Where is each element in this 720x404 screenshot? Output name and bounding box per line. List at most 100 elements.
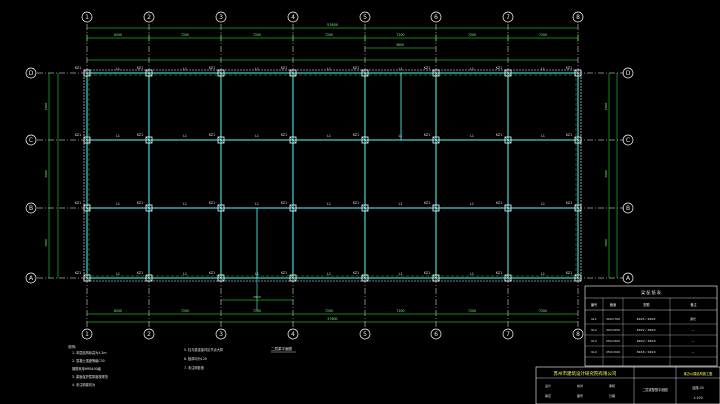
titleblock-label: 审核 <box>609 383 615 388</box>
column-hatch <box>217 136 225 144</box>
beam-tag: L1 <box>116 67 120 71</box>
axis-label: A <box>626 275 631 282</box>
axis-label: C <box>626 137 630 144</box>
column-hatch <box>83 69 91 77</box>
axis-bubble-B <box>25 202 37 214</box>
axis-label: 8 <box>576 14 580 21</box>
table-header: 截面 <box>610 302 616 307</box>
dim-text-bay: 6200 <box>114 309 122 313</box>
beam-tag: L1 <box>470 134 474 138</box>
column-hatch <box>432 69 440 77</box>
column-tag: KZ1 <box>566 201 572 205</box>
dim-text-height: 7000 <box>604 103 608 111</box>
axis-label: 7 <box>506 14 510 21</box>
axis-label: 6 <box>434 331 438 338</box>
column-hatch <box>432 204 440 212</box>
table-cell: — <box>692 328 695 332</box>
column-hatch <box>145 136 153 144</box>
table-cell: 300×700 <box>606 317 620 321</box>
titleblock-label: 图号 <box>577 393 583 398</box>
table-cell: 3Φ18 / 2Φ16 <box>636 350 655 354</box>
inner-wall-outline <box>88 74 577 277</box>
axis-label: 3 <box>219 14 223 21</box>
column-6D <box>432 69 440 77</box>
title-block <box>535 366 720 404</box>
axis-bubble-7 <box>502 11 514 23</box>
axis-bubble-8 <box>572 328 584 340</box>
dim-text-bay: 7200 <box>253 309 261 313</box>
dim-text-bay: 7200 <box>396 309 404 313</box>
axis-bubble-7 <box>502 328 514 340</box>
column-tag: KZ1 <box>281 271 287 275</box>
axis-label: 4 <box>291 331 295 338</box>
column-5A <box>361 274 369 282</box>
beam-tag: L1 <box>183 134 187 138</box>
plan-title: 二层梁平面图 <box>271 346 292 351</box>
column-tag: KZ1 <box>137 133 143 137</box>
note-line: 7. 未注明处按 <box>184 365 205 370</box>
beam-tag: L1 <box>327 272 331 276</box>
sheet-number: 结施-05 <box>692 385 704 390</box>
column-6A <box>432 274 440 282</box>
axis-label: 2 <box>147 331 151 338</box>
axis-label: B <box>626 205 630 212</box>
axis-label: 8 <box>576 331 580 338</box>
column-1A <box>83 274 91 282</box>
column-tag: KZ1 <box>209 201 215 205</box>
beam-tag: L1 <box>399 67 403 71</box>
table-cell: 4Φ25 / 4Φ22 <box>636 317 655 321</box>
column-tag: KZ1 <box>281 66 287 70</box>
axis-bubble-2 <box>143 11 155 23</box>
beam-tag: L1 <box>541 134 545 138</box>
column-8A <box>574 274 582 282</box>
column-hatch <box>289 204 297 212</box>
column-tag: KZ1 <box>137 271 143 275</box>
column-6C <box>432 136 440 144</box>
beam-tag: L1 <box>116 272 120 276</box>
beam-schedule-table <box>584 285 718 367</box>
column-1B <box>83 204 91 212</box>
column-hatch <box>432 274 440 282</box>
column-7A <box>504 274 512 282</box>
axis-label: 6 <box>434 14 438 21</box>
dim-text-bay: 7200 <box>396 33 404 37</box>
titleblock-label: 日期 <box>609 393 615 398</box>
axis-label: C <box>29 137 33 144</box>
column-6B <box>432 204 440 212</box>
table-header: 配筋 <box>643 302 649 307</box>
axis-bubble-4 <box>287 11 299 23</box>
axis-bubble-3 <box>215 328 227 340</box>
note-line: 钢筋采用HRB400级 <box>72 366 102 371</box>
axis-bubble-D <box>25 67 37 79</box>
dim-text-bay: 7200 <box>325 33 333 37</box>
column-hatch <box>361 69 369 77</box>
column-hatch <box>574 136 582 144</box>
dim-text-overall: 57600 <box>327 23 338 27</box>
column-hatch <box>145 274 153 282</box>
dim-text-bay: 7200 <box>539 309 547 313</box>
dim-text-bottom-sub: 3600 <box>253 295 261 299</box>
notes-title: 说明: <box>68 344 76 349</box>
dim-text-bay: 7200 <box>539 33 547 37</box>
column-3D <box>217 69 225 77</box>
column-hatch <box>574 274 582 282</box>
beam-tag: L1 <box>183 67 187 71</box>
table-cell: KL2 <box>591 328 597 332</box>
titleblock-label: 设计 <box>545 383 551 388</box>
dim-text-height: 7000 <box>604 239 608 247</box>
table-cell: — <box>692 339 695 343</box>
column-5C <box>361 136 369 144</box>
column-hatch <box>289 136 297 144</box>
column-tag: KZ1 <box>496 133 502 137</box>
beam-tag: L1 <box>116 134 120 138</box>
table-cell: KL4 <box>591 350 597 354</box>
table-header: 编号 <box>591 302 597 307</box>
beam-tag: L1 <box>183 202 187 206</box>
column-7D <box>504 69 512 77</box>
dim-text-bay: 7200 <box>181 33 189 37</box>
column-tag: KZ1 <box>281 133 287 137</box>
beam-tag: L1 <box>399 202 403 206</box>
column-tag: KZ1 <box>137 201 143 205</box>
axis-label: A <box>29 275 34 282</box>
